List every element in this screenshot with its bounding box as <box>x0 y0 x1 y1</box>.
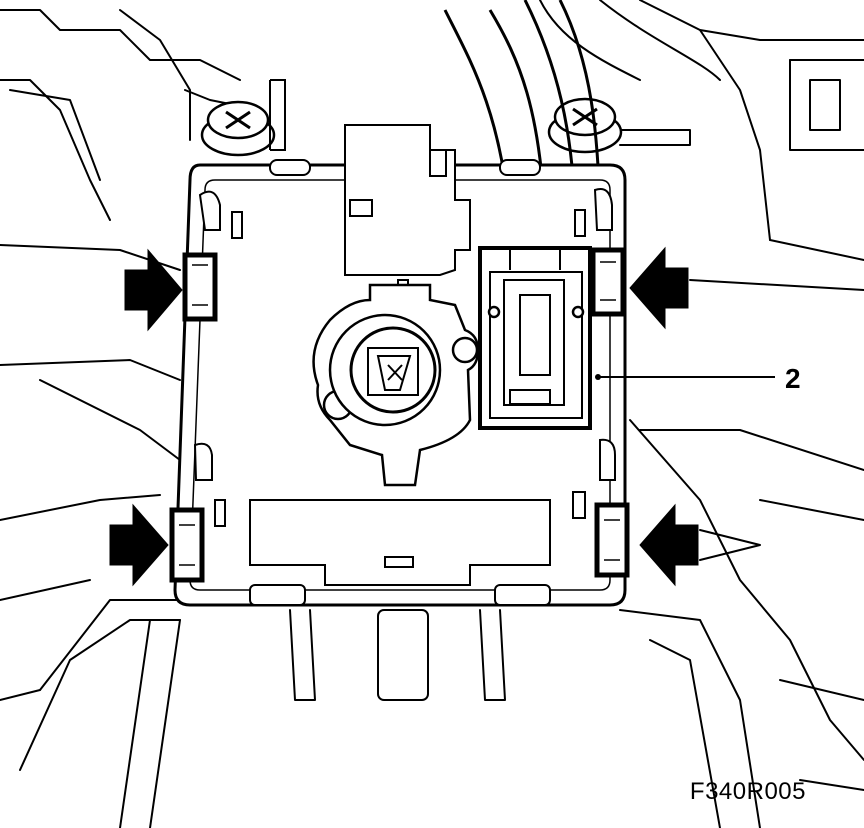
arrow-right-icon <box>124 248 183 332</box>
arrow-left-icon <box>629 246 689 330</box>
lock-assembly <box>312 283 480 487</box>
clip-top-right <box>590 247 626 317</box>
connector <box>478 246 592 430</box>
arrow-left-icon <box>639 503 699 587</box>
screw-right-icon <box>547 97 623 154</box>
plate-details <box>193 124 616 606</box>
arrow-right-icon <box>109 503 169 587</box>
figure-code: F340R005 <box>689 778 806 805</box>
callout-2: 2 <box>595 363 801 394</box>
mount-bracket <box>269 79 286 151</box>
arrows <box>109 246 699 587</box>
screw-left-icon <box>200 100 276 157</box>
callout-label: 2 <box>785 363 801 394</box>
retaining-clips <box>169 247 630 583</box>
clip-bottom-left <box>169 507 205 583</box>
clip-bottom-right <box>594 502 630 578</box>
